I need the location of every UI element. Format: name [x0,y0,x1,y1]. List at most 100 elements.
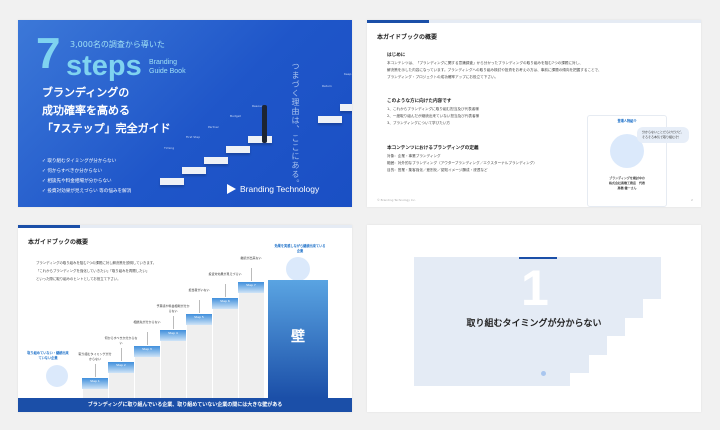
step-issue-label: 予算感や料金相場が分からない [156,304,190,313]
step-issue-label: 担当者がいない [188,288,210,292]
stair-label: First Step [186,135,201,139]
stair-step [340,104,352,111]
connector-line [147,332,148,345]
stair-step [182,167,206,174]
step-block[interactable]: Step 1 [82,378,108,389]
brand-logo-text: Branding Technology [240,184,320,194]
description-line: 「これからブランディングを強化していきたい」「取り組みを再開したい」 [36,269,150,273]
step-title: 取り組むタイミングが分からない [466,319,602,329]
left-person-label: 取り組めていない・継続出来ていない企業 [27,351,69,360]
audience-list: 1、これからブランディングに取り組む担当及び代表者様 2、一度取り組んだが継続出… [387,106,479,127]
bubble-line: そろそろ本気で取り組むぞ！ [642,135,682,139]
step-column [212,298,238,398]
audience-item: 2、一度取り組んだが継続出来ていない担当及び代表者様 [387,114,480,118]
step-number: 1 [521,260,549,316]
connector-line [225,284,226,297]
intro-line: ブランディング・プロジェクトの成功確率アップにお役立て下さい。 [387,75,499,79]
character-card: 登場人物紹介 ブランディングを検討中の 株式会社高橋工務店 代表 高橋 健一さん [587,115,667,207]
page-number: 2 [691,198,693,202]
check-icon: ✓ [42,179,46,184]
logo-icon [227,184,236,194]
stair-step [248,136,272,143]
description-line: ブランディングの取り組みを阻む7つの課題に対し解決策を説明していきます。 [36,261,157,265]
slide-overview-steps[interactable]: 本ガイドブックの概要 ブランディングの取り組みを阻む7つの課題に対し解決策を説明… [18,225,352,412]
connector-line [95,364,96,377]
definition-list: 対象：企業・事業ブランディング 範囲：対外的なブランディング（アウターブランディ… [387,153,537,174]
check-item: ✓ 相談先や料金相場が分からない [42,178,112,184]
step-block[interactable]: Step 4 [160,330,186,341]
intro-line: 解決策を示した内容になっています。ブランディングへの取り組み検討や投資をお考えの… [387,68,602,72]
check-icon: ✓ [42,169,46,174]
step-column [160,330,186,398]
check-icon: ✓ [42,159,46,164]
step-block[interactable]: Step 6 [212,298,238,309]
steps-word: steps [66,50,142,82]
big-number: 7 [36,29,61,78]
step-issue-label: 相談先が分からない [133,320,161,324]
intro-text: 本コンテンツは、「ブランディングに関する意識調査」から分かったブランディングの取… [387,60,697,81]
step-block[interactable]: Step 7 [238,282,264,293]
check-text: 投資対効果が見えづらい 等の悩みを解消 [47,189,132,194]
businessman-figure [262,105,267,143]
stair-label: Return [322,84,332,88]
definition-item: 目的：営業・集客強化／差別化／認知イメージ醸成・浸透など [387,168,488,172]
guide-line: Branding [149,59,178,66]
right-person-label: 効果を実感しながら継続出来ている企業 [274,244,326,253]
footer-copyright: © Branding Technology Inc. [377,198,416,202]
slide-description: ブランディングの取り組みを阻む7つの課題に対し解決策を説明していきます。 「これ… [36,259,156,283]
step-block[interactable]: Step 5 [186,314,212,325]
description-line: といった際に取り組みのヒントとしてお役立て下さい。 [36,277,121,281]
audience-item: 1、これからブランディングに取り組む担当及び代表者様 [387,107,479,111]
guide-line: Guide Book [149,68,186,75]
caption-line: ブランディングを検討中の [609,176,645,180]
check-item: ✓ 何からすべきか分からない [42,168,102,174]
step-issue-label: 継続が出来ない [240,256,262,260]
slide-step-1[interactable]: 1 取り組むタイミングが分からない [367,225,701,412]
step-column [186,314,212,398]
vertical-copy: つまづく理由は、ここにある。 [291,62,300,188]
cover-subtitle: 3,000名の調査から導いた [70,40,165,49]
check-item: ✓ 投資対効果が見えづらい 等の悩みを解消 [42,188,131,194]
slide-overview-intro[interactable]: 本ガイドブックの概要 はじめに 本コンテンツは、「ブランディングに関する意識調査… [367,20,701,207]
audience-item: 3、ブランディングについて学びたい方 [387,121,451,125]
stair-label: Resource [252,104,266,108]
check-icon: ✓ [42,189,46,194]
definition-item: 範囲：対外的なブランディング（アウターブランディング／エクスターナルブランディン… [387,161,537,165]
progress-bar [367,20,701,23]
stair-label: Partner [208,125,219,129]
slide-title: 本ガイドブックの概要 [377,34,438,41]
card-title: 登場人物紹介 [617,119,637,123]
stair-step [160,178,184,185]
slide-title: 本ガイドブックの概要 [28,239,89,246]
check-item: ✓ 取り組むタイミングが分からない [42,158,116,164]
step-block[interactable]: Step 3 [134,346,160,357]
intro-line: 本コンテンツは、「ブランディングに関する意識調査」から分かったブランディングの取… [387,61,583,65]
step-issue-label: 投資対効果が見えづらい [208,272,242,276]
section-heading: このような方に向けた内容です [387,99,452,104]
connector-line [121,348,122,361]
connector-line [173,316,174,329]
definition-item: 対象：企業・事業ブランディング [387,154,441,158]
caption-line: 株式会社高橋工務店 代表 [608,181,645,185]
headline: 「7ステップ」完全ガイド [42,122,171,135]
stair-step [226,146,250,153]
headline: ブランディングの [42,86,130,99]
stair-step [204,157,228,164]
card-caption: ブランディングを検討中の 株式会社高橋工務店 代表 高橋 健一さん [588,176,666,191]
dot-marker [541,371,546,376]
check-text: 取り組むタイミングが分からない [47,159,117,164]
step-column [238,282,264,398]
worried-person-avatar [46,365,68,387]
stair-label: Timing [164,146,175,150]
step-block[interactable]: Step 2 [108,362,134,373]
stair-step [318,116,342,123]
bottom-banner: ブランディングに取り組んでいる企業、取り組めていない企業の間には大きな壁がある [18,398,352,412]
bubble-line: 分からないことだらけだけど、 [642,130,684,134]
connector-line [199,300,200,313]
stair-label: Keep & Grow [344,72,352,76]
stair-label: Budget [230,114,241,118]
step-issue-label: 取り組むタイミングが分からない [78,352,112,361]
check-text: 相談先や料金相場が分からない [47,179,112,184]
